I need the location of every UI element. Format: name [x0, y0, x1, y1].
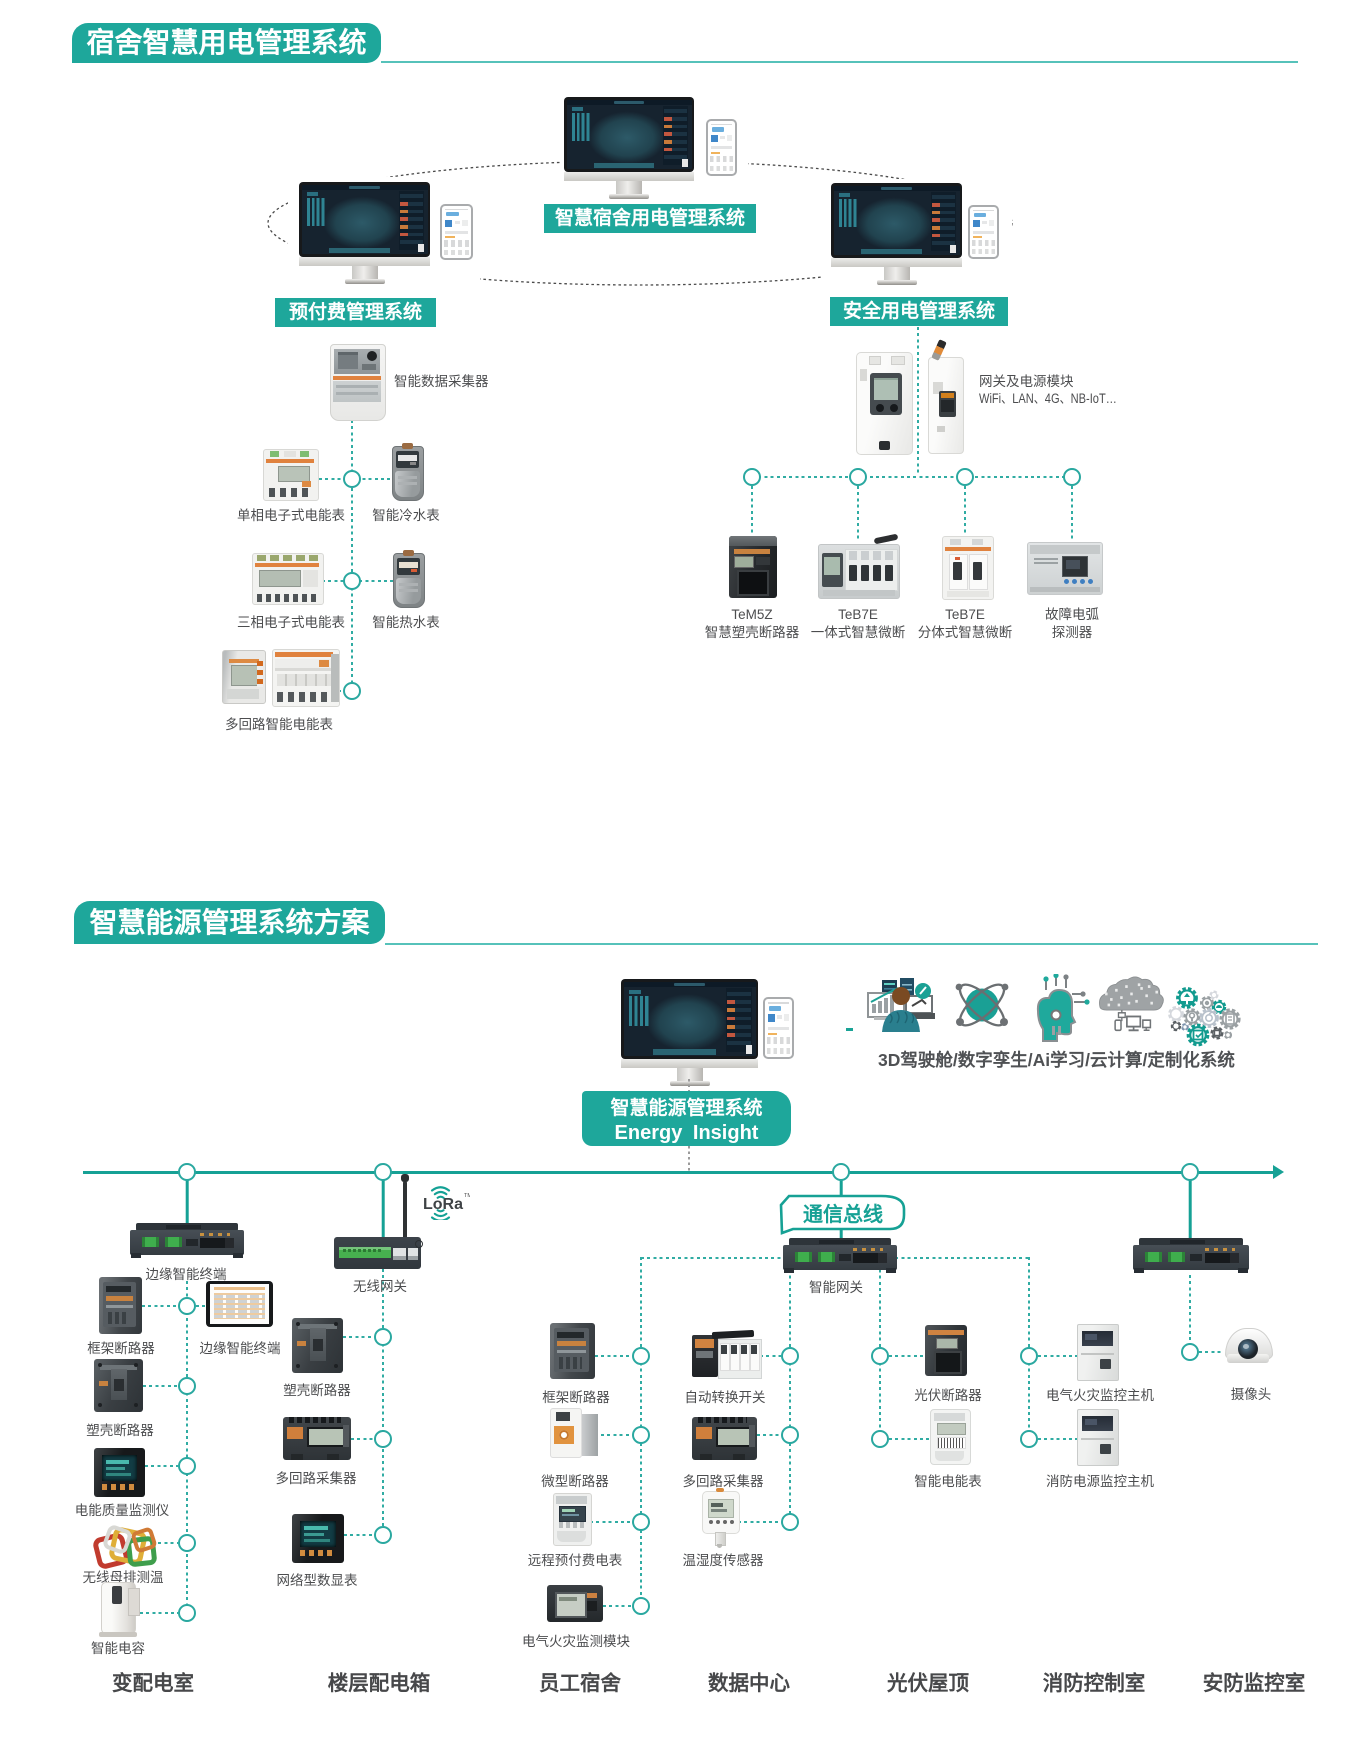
- svg-text:TM: TM: [464, 1193, 470, 1199]
- svg-text:LoRa: LoRa: [423, 1196, 463, 1213]
- svg-text:通信总线: 通信总线: [803, 1202, 883, 1226]
